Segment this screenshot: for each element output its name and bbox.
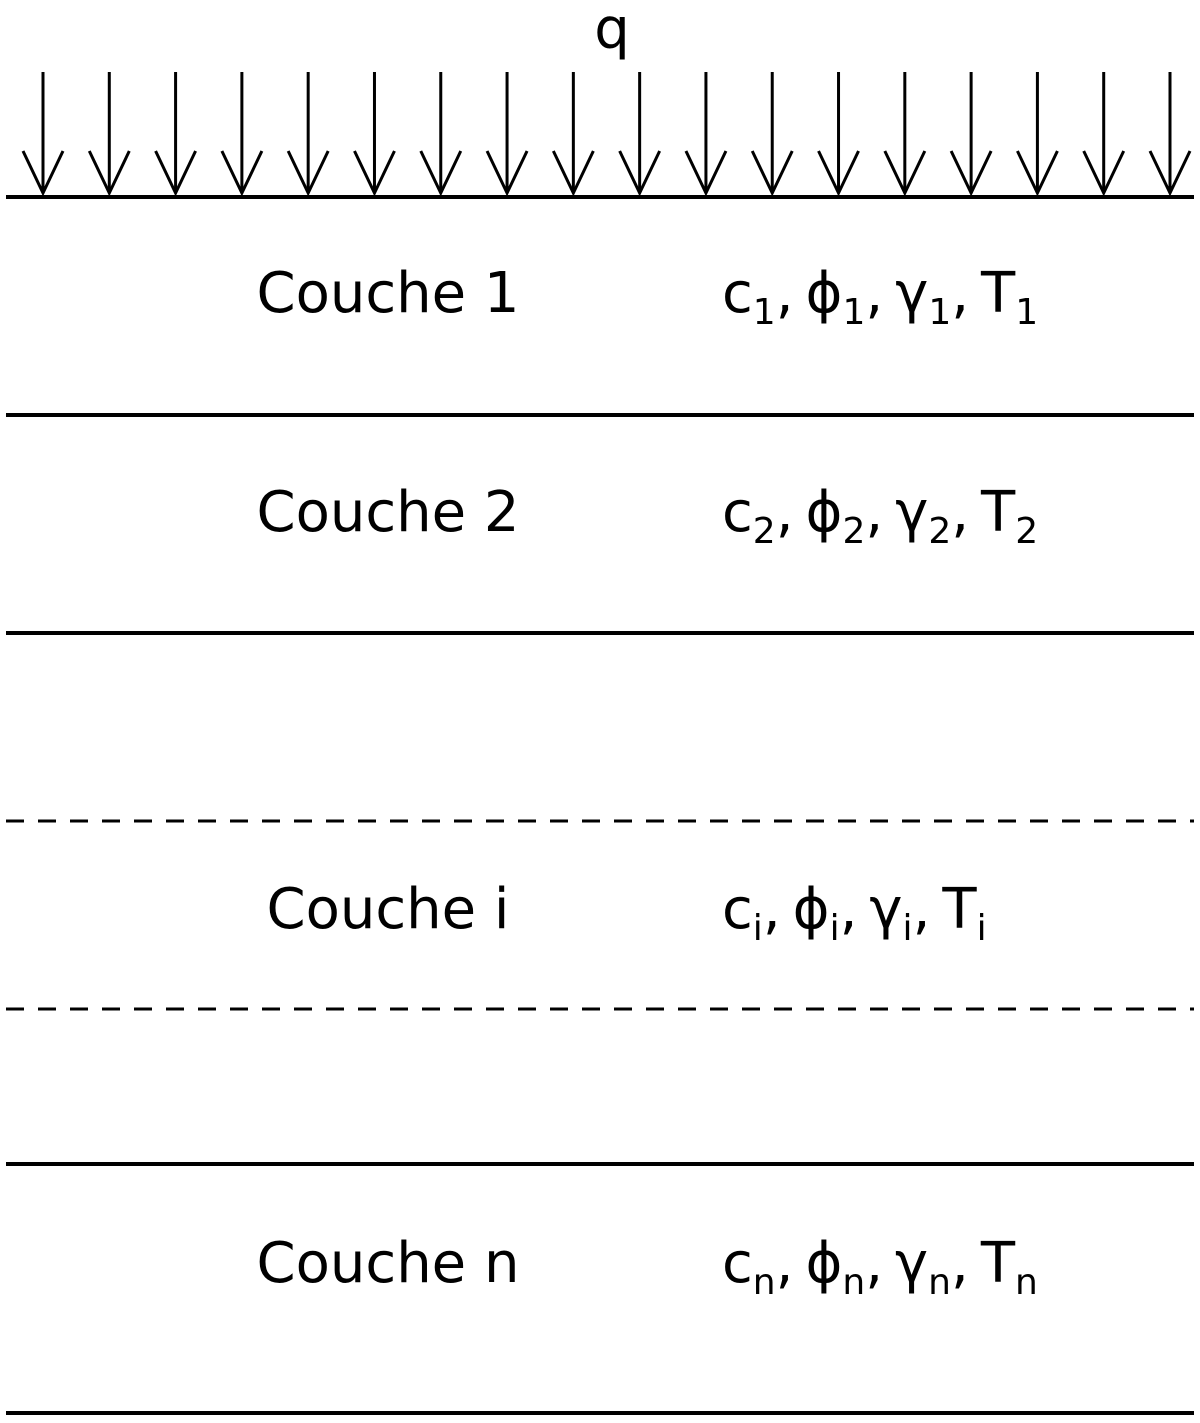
property-term: Ti (942, 877, 986, 947)
load-arrow (353, 72, 396, 197)
load-arrow (1016, 72, 1059, 197)
property-symbol: T (980, 1231, 1016, 1296)
layer-name: Couche 1 (256, 261, 520, 326)
property-term: T2 (981, 480, 1038, 550)
property-subscript: 2 (842, 511, 866, 552)
property-separator: , (951, 1231, 969, 1296)
property-subscript: i (829, 908, 840, 949)
property-separator: , (839, 877, 858, 942)
property-subscript: 2 (752, 511, 776, 552)
property-subscript: 1 (842, 292, 866, 333)
load-arrow (154, 72, 197, 197)
property-term: γn (895, 1231, 951, 1301)
load-arrow (286, 72, 330, 197)
property-separator: , (865, 480, 884, 545)
property-subscript: 1 (752, 292, 776, 333)
property-term: c1 (722, 261, 776, 331)
property-subscript: i (752, 908, 763, 949)
property-symbol: ϕ (805, 1231, 843, 1296)
property-term: ϕn (805, 1231, 865, 1301)
property-term: γi (869, 877, 912, 947)
property-term: γ1 (895, 261, 951, 331)
load-arrow (220, 72, 264, 197)
property-symbol: γ (869, 877, 903, 942)
property-separator: , (865, 261, 884, 326)
load-arrow (684, 72, 728, 197)
layer-name: Couche n (256, 1231, 520, 1296)
load-arrow (419, 72, 463, 197)
property-symbol: γ (895, 1231, 929, 1296)
layer-properties: ci,ϕi,γi,Ti (722, 877, 987, 947)
property-symbol: T (981, 480, 1016, 545)
load-label: q (594, 0, 630, 62)
property-separator: , (762, 877, 781, 942)
property-symbol: γ (895, 480, 929, 545)
property-separator: , (775, 1231, 794, 1296)
property-term: T1 (981, 261, 1038, 331)
layer-properties: c2,ϕ2,γ2,T2 (722, 480, 1038, 550)
property-subscript: 2 (1015, 511, 1039, 552)
property-term: Tn (980, 1231, 1038, 1301)
property-symbol: ϕ (805, 480, 843, 545)
distributed-load-arrows (21, 72, 1192, 197)
property-term: cn (722, 1231, 776, 1301)
property-symbol: c (722, 261, 753, 326)
property-subscript: n (1015, 1262, 1038, 1303)
layer-name: Couche 2 (256, 480, 520, 545)
property-subscript: i (902, 908, 913, 949)
load-arrow (750, 72, 794, 197)
property-separator: , (951, 261, 970, 326)
load-arrow (87, 72, 131, 197)
property-subscript: n (842, 1262, 866, 1303)
load-arrow (1148, 72, 1192, 197)
property-term: c2 (722, 480, 776, 550)
property-term: ϕi (792, 877, 840, 947)
property-separator: , (951, 480, 970, 545)
layer-name: Couche i (266, 877, 510, 942)
property-subscript: n (928, 1262, 951, 1303)
property-symbol: T (981, 261, 1016, 326)
load-arrow (551, 72, 595, 197)
property-symbol: c (722, 877, 753, 942)
layer-properties: cn,ϕn,γn,Tn (722, 1231, 1038, 1301)
property-subscript: n (752, 1262, 776, 1303)
load-arrow (883, 72, 927, 197)
layer-boundaries (6, 195, 1194, 1415)
property-symbol: ϕ (792, 877, 830, 942)
load-arrow (817, 72, 860, 197)
layer-properties: c1,ϕ1,γ1,T1 (722, 261, 1038, 331)
property-term: γ2 (895, 480, 951, 550)
property-separator: , (912, 877, 931, 942)
property-symbol: γ (895, 261, 929, 326)
load-arrow (21, 72, 65, 197)
property-term: ci (722, 877, 763, 947)
property-separator: , (775, 480, 794, 545)
property-term: ϕ1 (805, 261, 866, 331)
property-separator: , (865, 1231, 884, 1296)
load-arrow (949, 72, 993, 197)
property-term: ϕ2 (805, 480, 866, 550)
property-symbol: c (722, 1231, 753, 1296)
property-symbol: c (722, 480, 753, 545)
property-symbol: T (942, 877, 977, 942)
property-subscript: i (976, 908, 987, 949)
load-arrow (485, 72, 529, 197)
load-arrow (618, 72, 662, 197)
property-separator: , (775, 261, 794, 326)
property-subscript: 1 (1015, 292, 1039, 333)
property-subscript: 2 (928, 511, 952, 552)
property-symbol: ϕ (805, 261, 843, 326)
load-arrow (1082, 72, 1126, 197)
property-subscript: 1 (928, 292, 952, 333)
